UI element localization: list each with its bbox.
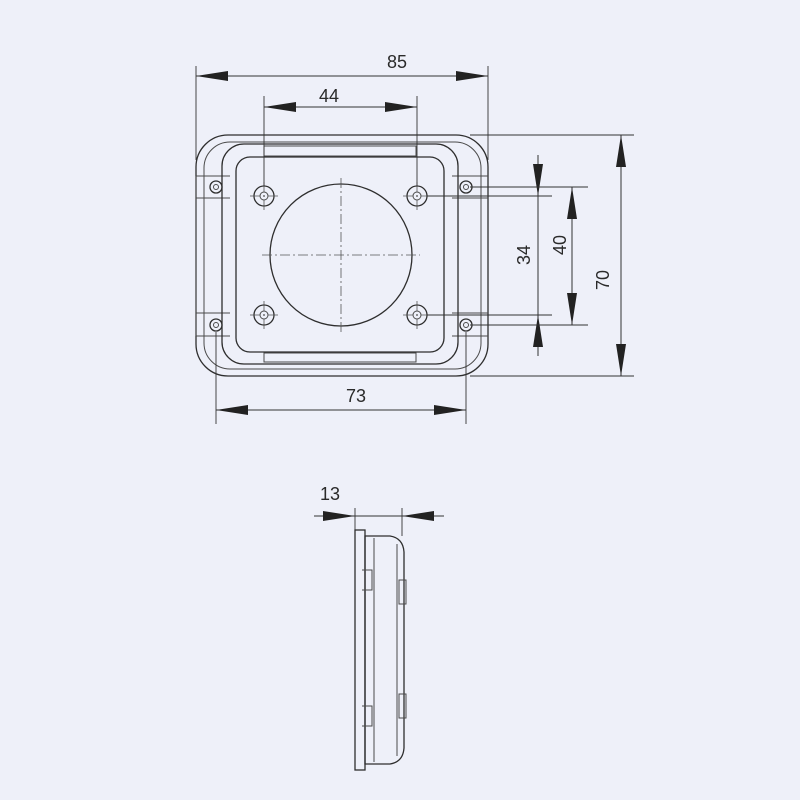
- ear-screw-right-top-core: [463, 184, 469, 190]
- mounting-hole-top-right: [403, 182, 431, 210]
- dim-label-40: 40: [550, 235, 570, 255]
- dimension-depth: 13: [314, 484, 444, 536]
- dim-label-34: 34: [514, 245, 534, 265]
- mounting-hole-top-left: [250, 182, 278, 210]
- dimension-overall-height: 70: [470, 134, 634, 377]
- ear-screw-left-top-core: [213, 184, 219, 190]
- side-flange: [354, 529, 366, 771]
- side-clip-top: [362, 569, 373, 591]
- side-tab-top: [398, 579, 407, 605]
- side-tab-bottom: [398, 693, 407, 719]
- dim-label-70: 70: [593, 270, 613, 290]
- ear-screw-left-top: [209, 180, 223, 194]
- dim-label-85: 85: [387, 52, 407, 72]
- ear-screw-left-bottom-core: [213, 322, 219, 328]
- mounting-hole-bottom-left: [250, 301, 278, 329]
- dimension-overall-width: 85: [195, 52, 489, 160]
- dimension-hole-spacing-vertical: 34: [427, 155, 552, 356]
- dimension-body-width: 73: [215, 332, 467, 424]
- side-clip-bottom: [362, 705, 373, 727]
- outer-flange-inner-edge: [203, 141, 482, 370]
- dim-label-13: 13: [320, 484, 340, 504]
- inner-plate-recess-bottom: [263, 352, 417, 363]
- side-view: [354, 529, 407, 771]
- ear-screw-right-bottom-core: [463, 322, 469, 328]
- inner-plate-recess: [263, 145, 417, 157]
- dimension-inner-height: 40: [470, 186, 588, 326]
- dim-label-44: 44: [319, 86, 339, 106]
- side-body: [364, 535, 405, 765]
- inner-plate: [235, 156, 445, 353]
- dim-label-73: 73: [346, 386, 366, 406]
- front-view: [195, 134, 489, 377]
- ear-screw-left-bottom: [209, 318, 223, 332]
- mounting-hole-bottom-right: [403, 301, 431, 329]
- dimension-hole-spacing-horizontal: 44: [263, 86, 418, 186]
- middle-frame: [221, 143, 459, 365]
